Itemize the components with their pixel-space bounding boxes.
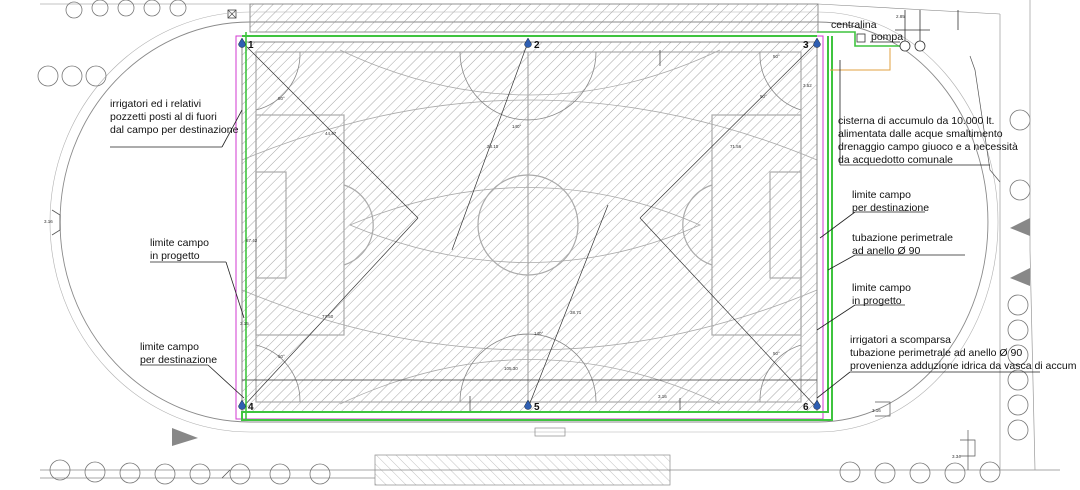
label-pompa: pompa [871,31,903,43]
dim-angle: 50° [773,54,780,59]
dim-length: 3.16 [872,408,881,413]
label-irrigatori-fuori-3: dal campo per destinazione [110,124,239,136]
top-building-strip [40,3,1001,33]
label-irrigatori-fuori-1: irrigatori ed i relativi [110,98,201,110]
dim-length: 44.47 [325,131,337,136]
sprinklers: 1 2 3 4 5 6 [238,37,821,413]
dim-length: 3.52 [803,83,812,88]
label-cisterna-1: cisterna di accumulo da 10.000 lt. [838,115,994,127]
dim-angle: 140° [534,331,544,336]
dim-angle: 50° [278,354,285,359]
pump-equipment [856,10,959,52]
sprinkler-icon [524,399,532,410]
sprinkler-number: 1 [248,40,254,51]
label-irrigatori-fuori-2: pozzetti posti al di fuori [110,111,217,123]
label-cisterna-2: alimentata dalle acque smaltimento [838,128,1003,140]
dim-length: 87.42 [246,238,258,243]
arrow-markers [172,218,1030,446]
sprinkler-icon [238,399,246,410]
dim-length: 3.16 [44,219,53,224]
sprinkler-icon [238,37,246,48]
label-limite-destinazione-right-2: per destinazione [852,202,929,214]
label-cisterna-3: drenaggio campo giuoco e a necessità [838,141,1018,153]
label-irrigatori-scomparsa-2: tubazione perimetrale ad anello Ø 90 [850,347,1022,359]
sprinkler-icon [813,37,821,48]
arrow-left-icon [1010,218,1030,236]
label-limite-progetto-right-1: limite campo [852,282,911,294]
sprinkler-number: 4 [248,402,254,413]
sprinkler-number: 3 [803,40,809,51]
dim-length: 105.30 [504,366,518,371]
sprinkler-icon [813,399,821,410]
label-irrigatori-scomparsa-1: irrigatori a scomparsa [850,334,951,346]
dim-length: 28.10 [487,144,499,149]
label-limite-destinazione-left-2: per destinazione [140,354,217,366]
label-cisterna-4: da acquedotto comunale [838,154,953,166]
right-road [999,0,1036,471]
arrow-right-icon [172,428,198,446]
football-pitch [241,41,818,413]
dim-length: 77.50 [322,314,334,319]
track-outline [49,11,999,433]
dim-angle: 50° [760,94,767,99]
dim-angle: 140° [512,124,522,129]
label-centralina: centralina [831,19,877,31]
label-irrigatori-scomparsa-3: provenienza adduzione idrica da vasca di… [850,360,1077,372]
arrow-left-icon [1010,268,1030,286]
field-boundaries [235,31,900,421]
annotation-labels: centralina pompa irrigatori ed i relativ… [110,19,1077,372]
dim-length: 2.85 [896,14,905,19]
tree-group-left [37,0,331,485]
tank-icon [914,40,926,52]
dim-length: 3.34 [952,454,961,459]
dim-length: 3.15 [240,321,249,326]
left-gate [51,209,231,479]
label-limite-progetto-left-1: limite campo [150,237,209,249]
dim-angle: 50° [773,351,780,356]
label-limite-destinazione-right-1: limite campo [852,189,911,201]
label-limite-progetto-left-2: in progetto [150,250,200,262]
dimension-texts: 50° 44.47 50° 28.10 140° 50° 3.52 87.42 … [44,14,961,459]
manhole-icon [227,9,237,19]
dim-length: 71.56 [730,144,742,149]
right-details [875,55,1001,470]
sprinkler-number: 6 [803,402,809,413]
sprinkler-number: 2 [534,40,540,51]
leader-lines [110,41,1040,399]
bottom-stands [40,427,1060,486]
label-tubazione-2: ad anello Ø 90 [852,245,920,257]
label-tubazione-1: tubazione perimetrale [852,232,953,244]
label-limite-destinazione-left-1: limite campo [140,341,199,353]
sprinkler-number: 5 [534,402,540,413]
control-unit-icon [856,33,866,43]
dim-length: 3.16 [658,394,667,399]
dim-angle: 50° [278,96,285,101]
label-limite-progetto-right-2: in progetto [852,295,902,307]
sprinkler-icon [524,37,532,48]
dim-length: 38.71 [570,310,582,315]
